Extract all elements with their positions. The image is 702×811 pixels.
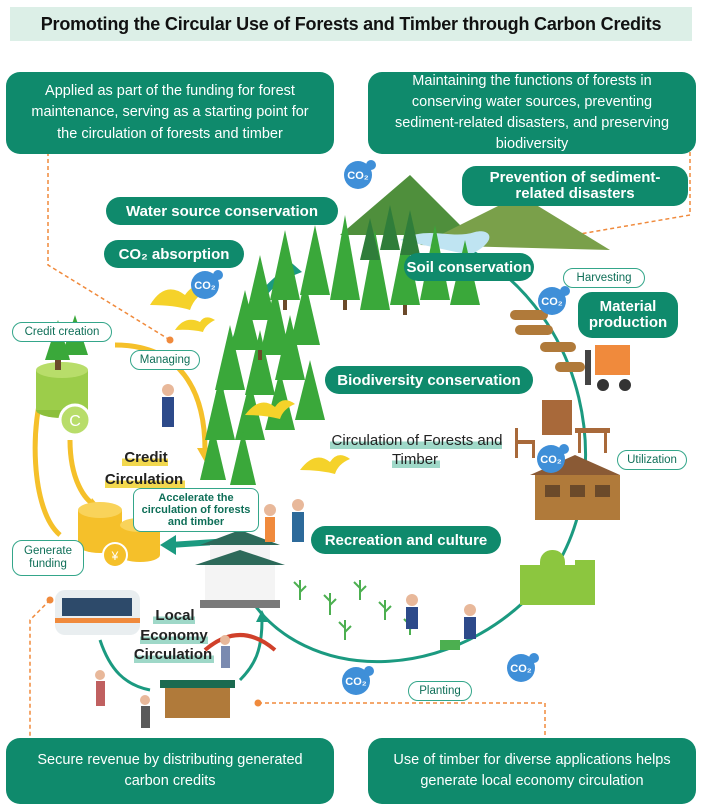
yellow-birds bbox=[150, 286, 350, 474]
pill-soil-label: Soil conservation bbox=[406, 258, 532, 276]
pill-co2-absorption-label: CO₂ absorption bbox=[118, 245, 230, 263]
tag-managing-label: Managing bbox=[139, 354, 191, 366]
connector-top-right bbox=[544, 152, 691, 241]
pill-soil: Soil conservation bbox=[404, 253, 534, 281]
tag-harvesting-label: Harvesting bbox=[576, 272, 632, 284]
biomass-plant-icon bbox=[520, 550, 595, 605]
credit-arrow-1 bbox=[114, 342, 208, 451]
pill-sediment-label: Prevention of sediment-related disasters bbox=[489, 168, 661, 202]
connector-top-left bbox=[47, 152, 171, 341]
co2-label: CO₂ bbox=[345, 676, 367, 688]
co2-label: CO₂ bbox=[510, 663, 532, 675]
train-icon bbox=[55, 590, 140, 635]
co2-label: CO₂ bbox=[347, 170, 369, 182]
pill-material-label: Material production bbox=[588, 297, 668, 331]
callout-top-left-text: Applied as part of the funding for fores… bbox=[31, 83, 309, 142]
callout-bottom-left: Secure revenue by distributing generated… bbox=[6, 738, 334, 804]
callout-top-left: Applied as part of the funding for fores… bbox=[6, 72, 334, 154]
connector-bottom-left bbox=[29, 599, 51, 738]
tag-utilization: Utilization bbox=[617, 450, 687, 470]
pill-sediment: Prevention of sediment-related disasters bbox=[462, 166, 688, 206]
label-accelerate-text: Accelerate the circulation of forests an… bbox=[141, 491, 251, 529]
pill-biodiversity: Biodiversity conservation bbox=[325, 366, 533, 394]
tag-generate-funding: Generate funding bbox=[12, 540, 84, 576]
tag-credit-creation: Credit creation bbox=[12, 322, 112, 342]
economy-arrowhead bbox=[256, 610, 268, 622]
planters-icon bbox=[406, 594, 476, 650]
label-accelerate: Accelerate the circulation of forests an… bbox=[133, 488, 259, 532]
label-local-economy-text: Local Economy Circulation bbox=[133, 607, 215, 663]
seedlings-icon bbox=[293, 580, 417, 640]
connector-bottom-right bbox=[258, 702, 546, 738]
castle-icon bbox=[195, 530, 285, 608]
title-bar: Promoting the Circular Use of Forests an… bbox=[10, 7, 692, 41]
page-title: Promoting the Circular Use of Forests an… bbox=[40, 13, 662, 34]
svg-text:¥: ¥ bbox=[111, 549, 119, 563]
callout-top-right: Maintaining the functions of forests in … bbox=[368, 72, 696, 154]
callout-bottom-left-text: Secure revenue by distributing generated… bbox=[37, 751, 303, 789]
credit-arrow-2 bbox=[67, 439, 97, 508]
forklift-icon bbox=[585, 345, 631, 391]
tag-planting: Planting bbox=[408, 681, 472, 701]
co2-label: CO₂ bbox=[194, 280, 216, 292]
credit-c-coin-icon bbox=[58, 403, 92, 437]
pill-water-source-label: Water source conservation bbox=[125, 202, 318, 220]
co2-label: CO₂ bbox=[541, 296, 563, 308]
red-bridge-icon bbox=[203, 633, 277, 652]
label-credit-circulation: Credit Circulation bbox=[100, 447, 190, 491]
pill-co2-absorption: CO₂ absorption bbox=[104, 240, 244, 268]
pill-water-source: Water source conservation bbox=[106, 197, 338, 225]
label-credit-circulation-text: Credit Circulation bbox=[104, 449, 186, 488]
callout-bottom-right: Use of timber for diverse applications h… bbox=[368, 738, 696, 804]
furniture-icon bbox=[515, 400, 610, 458]
economy-arrow-2 bbox=[238, 619, 264, 682]
label-forest-timber-circulation: Circulation of Forests and Timber bbox=[326, 432, 506, 470]
tag-harvesting: Harvesting bbox=[563, 268, 645, 288]
callout-bottom-right-text: Use of timber for diverse applications h… bbox=[393, 751, 671, 789]
callout-top-right-text: Maintaining the functions of forests in … bbox=[394, 72, 670, 153]
economy-arrow-1 bbox=[98, 639, 151, 692]
pill-biodiversity-label: Biodiversity conservation bbox=[337, 371, 521, 389]
logs-icon bbox=[510, 310, 585, 372]
forest-dark bbox=[360, 205, 420, 260]
tag-generate-funding-label: Generate funding bbox=[24, 545, 72, 570]
worker-managing-icon bbox=[162, 384, 174, 427]
pill-material: Material production bbox=[578, 292, 678, 338]
accelerate-arrowhead bbox=[160, 535, 176, 555]
svg-text:C: C bbox=[69, 413, 81, 430]
label-forest-timber-text: Circulation of Forests and Timber bbox=[329, 432, 503, 468]
mountain-left bbox=[340, 175, 470, 235]
co2-label: CO₂ bbox=[540, 454, 562, 466]
visitors-icon bbox=[95, 635, 230, 728]
pill-recreation: Recreation and culture bbox=[311, 526, 501, 554]
wooden-building-icon bbox=[530, 455, 620, 520]
label-local-economy: Local Economy Circulation bbox=[126, 606, 222, 665]
market-stall-icon bbox=[160, 680, 235, 718]
pill-recreation-label: Recreation and culture bbox=[324, 531, 488, 549]
co2-bubbles bbox=[191, 160, 570, 695]
tag-planting-label: Planting bbox=[419, 685, 461, 697]
hikers-icon bbox=[264, 499, 304, 542]
tag-credit-creation-label: Credit creation bbox=[24, 326, 100, 338]
tag-utilization-label: Utilization bbox=[627, 454, 677, 466]
tag-managing: Managing bbox=[130, 350, 200, 370]
